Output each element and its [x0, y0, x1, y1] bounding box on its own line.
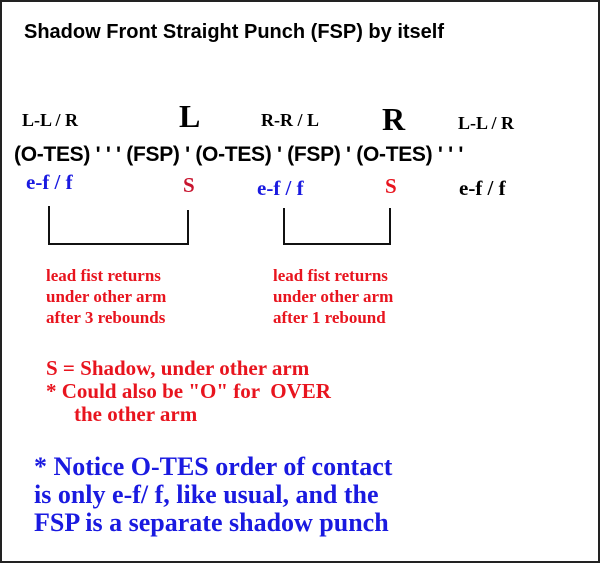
- bracket-line: [48, 243, 189, 245]
- note-line: after 1 rebound: [273, 308, 386, 327]
- note-line: under other arm: [46, 287, 167, 306]
- hand-label: L-L / R: [22, 110, 79, 130]
- note-line: lead fist returns: [273, 266, 388, 285]
- hand-label-lead: L: [179, 98, 201, 134]
- hand-label: R-R / L: [261, 110, 319, 130]
- legend-line: S = Shadow, under other arm: [46, 356, 310, 380]
- note-line: lead fist returns: [46, 266, 161, 285]
- contact-label: e-f / f: [257, 176, 304, 200]
- legend-line: * Could also be "O" for OVER: [46, 379, 331, 403]
- note-line: after 3 rebounds: [46, 308, 166, 327]
- footer-line: is only e-f/ f, like usual, and the: [34, 480, 379, 509]
- hand-label: L-L / R: [458, 113, 515, 133]
- diagram-title: Shadow Front Straight Punch (FSP) by its…: [24, 21, 445, 43]
- bracket-line: [283, 243, 391, 245]
- legend: S = Shadow, under other arm * Could also…: [46, 357, 331, 426]
- contact-label: e-f / f: [26, 170, 73, 194]
- footer-note: * Notice O-TES order of contact is only …: [34, 453, 392, 537]
- footer-line: FSP is a separate shadow punch: [34, 508, 389, 537]
- footer-line: * Notice O-TES order of contact: [34, 452, 393, 481]
- bracket-line: [283, 208, 285, 244]
- shadow-label: S: [183, 173, 195, 197]
- hand-label-lead: R: [382, 101, 406, 137]
- note-right: lead fist returns under other arm after …: [273, 265, 393, 328]
- legend-line: the other arm: [74, 402, 198, 426]
- note-left: lead fist returns under other arm after …: [46, 265, 166, 328]
- punch-sequence: (O-TES) ' ' ' (FSP) ' (O-TES) ' (FSP) ' …: [14, 143, 464, 166]
- note-line: under other arm: [273, 287, 394, 306]
- shadow-label: S: [385, 174, 397, 198]
- contact-label: e-f / f: [459, 176, 506, 200]
- bracket-line: [389, 208, 391, 244]
- bracket-line: [187, 210, 189, 244]
- bracket-line: [48, 206, 50, 244]
